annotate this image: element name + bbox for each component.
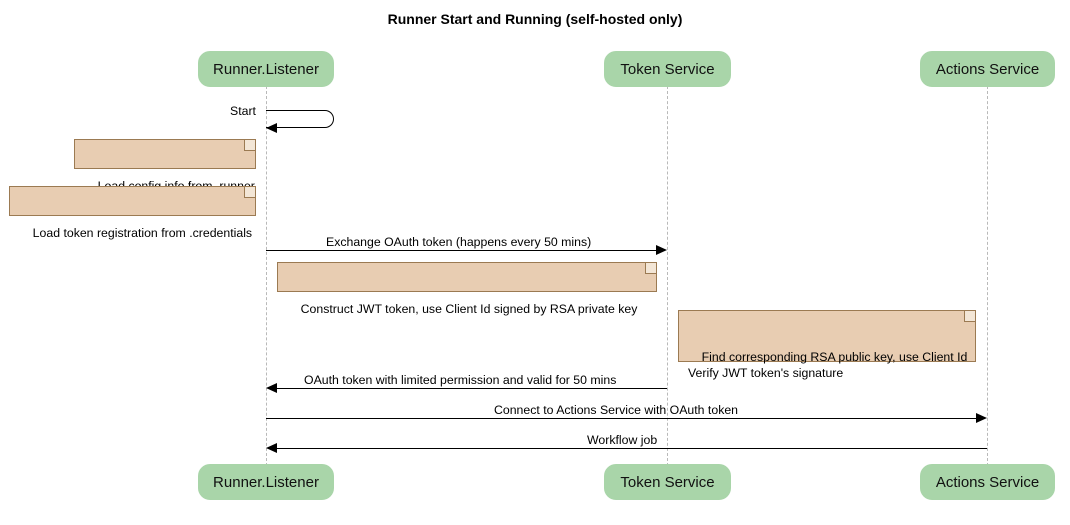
note-fold-corner: [645, 263, 656, 274]
message-arrowhead-workflow-job: [266, 443, 277, 453]
note-fold-corner: [964, 311, 975, 322]
message-arrowhead-start: [266, 123, 277, 133]
participant-runner-bottom[interactable]: Runner.Listener: [198, 464, 334, 500]
message-line-workflow-job: [277, 448, 987, 449]
message-line-oauth-token-response: [277, 388, 667, 389]
participant-label: Actions Service: [935, 473, 1040, 491]
note-fold-corner: [244, 140, 255, 151]
message-label-oauth-token-response: OAuth token with limited permission and …: [304, 373, 617, 387]
message-line-connect-actions-service: [266, 418, 976, 419]
page-title: Runner Start and Running (self-hosted on…: [387, 11, 683, 27]
message-self-loop-start: [266, 110, 334, 128]
message-label-connect-actions-service: Connect to Actions Service with OAuth to…: [494, 403, 739, 417]
message-arrowhead-exchange-oauth-token: [656, 245, 667, 255]
participant-actions-bottom[interactable]: Actions Service: [920, 464, 1055, 500]
participant-label: Token Service: [620, 473, 715, 491]
note-text: Load token registration from .credential…: [32, 226, 253, 240]
participant-label: Token Service: [620, 60, 715, 78]
note-verify-jwt-signature: Find corresponding RSA public key, use C…: [678, 310, 976, 380]
lifeline-token: [667, 86, 668, 466]
note-text: Find corresponding RSA public key, use C…: [688, 350, 968, 380]
message-arrowhead-connect-actions-service: [976, 413, 987, 423]
message-line-exchange-oauth-token: [266, 250, 656, 251]
participant-label: Runner.Listener: [213, 473, 319, 491]
message-label-start: Start: [230, 104, 256, 118]
note-load-config: Load config info from .runner: [74, 139, 256, 193]
participant-runner-top[interactable]: Runner.Listener: [198, 51, 334, 87]
note-load-token-registration: Load token registration from .credential…: [9, 186, 256, 240]
note-construct-jwt-token: Construct JWT token, use Client Id signe…: [277, 262, 657, 316]
message-arrowhead-oauth-token-response: [266, 383, 277, 393]
participant-token-bottom[interactable]: Token Service: [604, 464, 731, 500]
participant-label: Runner.Listener: [213, 60, 319, 78]
lifeline-runner: [266, 86, 267, 466]
note-text: Construct JWT token, use Client Id signe…: [300, 302, 638, 316]
lifeline-actions: [987, 86, 988, 466]
message-label-workflow-job: Workflow job: [587, 433, 658, 447]
participant-label: Actions Service: [935, 60, 1040, 78]
participant-actions-top[interactable]: Actions Service: [920, 51, 1055, 87]
note-fold-corner: [244, 187, 255, 198]
participant-token-top[interactable]: Token Service: [604, 51, 731, 87]
message-label-exchange-oauth-token: Exchange OAuth token (happens every 50 m…: [326, 235, 592, 249]
